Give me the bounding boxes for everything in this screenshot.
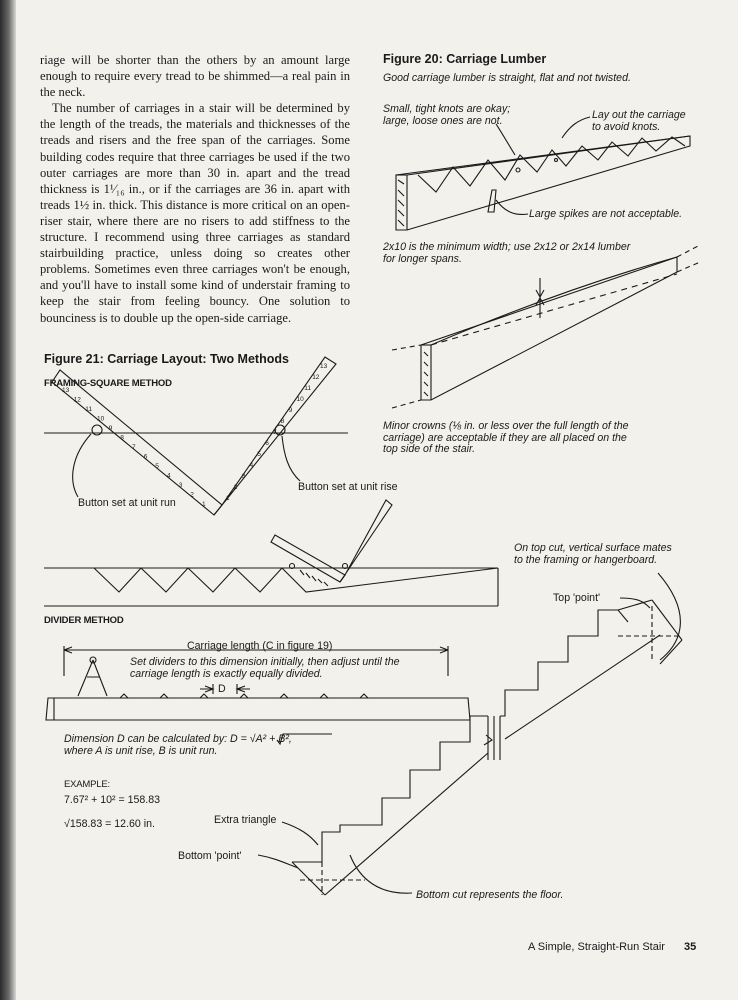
square-tick-label: 3	[242, 473, 246, 480]
square-tick-label: 4	[250, 462, 254, 469]
stair-button-run	[91, 424, 103, 436]
square-tick-label: 1	[202, 501, 206, 508]
square-tick-label: 13	[320, 363, 328, 370]
square-tick-label: 12	[312, 374, 320, 381]
body-paragraph: The number of carriages in a stair will …	[40, 101, 350, 325]
bottom-cut-note: Bottom cut represents the floor.	[416, 889, 564, 901]
square-tick-label: 5	[155, 463, 159, 470]
sawtooth-carriage-illustration	[44, 499, 499, 607]
body-paragraph: riage will be shorter than the others by…	[40, 53, 350, 100]
extra-triangle-label: Extra triangle	[214, 814, 277, 826]
square-tick-label: 7	[132, 444, 136, 451]
set-dividers-note: Set dividers to this dimension initially…	[130, 656, 400, 680]
running-footer-chapter: A Simple, Straight-Run Stair	[528, 941, 665, 953]
button-rise-label: Button set at unit rise	[298, 481, 398, 493]
divider-method-heading: DIVIDER METHOD	[44, 615, 124, 626]
square-body-blade	[51, 369, 223, 516]
square-tick-label: 5	[257, 451, 261, 458]
square-tick-label: 12	[74, 397, 82, 404]
square-tick-label: 13	[62, 387, 70, 394]
dimension-formula: Dimension D can be calculated by: D = √A…	[64, 733, 292, 757]
layout-note: Lay out the carriage to avoid knots.	[592, 109, 686, 133]
square-tick-label: 4	[167, 473, 171, 480]
book-spine-shadow	[0, 0, 16, 1000]
square-tick-label: 8	[120, 435, 124, 442]
example-line-2: √158.83 = 12.60 in.	[64, 818, 155, 830]
knots-note: Small, tight knots are okay; large, loos…	[383, 103, 511, 127]
divider-illustration	[45, 646, 471, 746]
square-tick-label: 11	[85, 406, 92, 413]
crowned-carriage-illustration	[391, 244, 701, 409]
square-tick-label: 6	[265, 440, 269, 447]
square-tick-label: 3	[179, 482, 183, 489]
width-note: 2x10 is the minimum width; use 2x12 or 2…	[383, 241, 631, 265]
square-tick-label: 1	[226, 495, 230, 502]
square-tick-label: 8	[281, 418, 285, 425]
square-tick-label: 9	[109, 425, 113, 432]
button-run-label: Button set at unit run	[78, 497, 176, 509]
carriage-board-illustration	[395, 116, 691, 231]
crown-note: Minor crowns (⅛ in. or less over the ful…	[383, 420, 629, 455]
square-tick-label: 10	[297, 396, 305, 403]
example-line-1: 7.67² + 10² = 158.83	[64, 794, 161, 806]
stair-button-rise	[274, 424, 286, 436]
page-number: 35	[684, 941, 697, 953]
top-cut-note: On top cut, vertical surface mates to th…	[514, 542, 672, 566]
figure-20-subtitle: Good carriage lumber is straight, flat a…	[383, 72, 631, 84]
square-tongue-blade	[213, 356, 337, 516]
figure-20-title: Figure 20: Carriage Lumber	[383, 52, 547, 66]
square-tick-label: 2	[234, 484, 238, 491]
square-tick-label: 11	[304, 385, 311, 392]
square-tick-label: 9	[289, 407, 293, 414]
framing-square-heading: FRAMING-SQUARE METHOD	[44, 378, 172, 389]
square-tick-label: 10	[97, 416, 105, 423]
square-tick-label: 2	[190, 492, 194, 499]
dimension-d-label: D	[218, 683, 226, 695]
figure-21-title: Figure 21: Carriage Layout: Two Methods	[44, 352, 289, 366]
example-heading: EXAMPLE:	[64, 779, 110, 790]
top-point-label: Top 'point'	[553, 592, 601, 604]
stair-stringer-illustration	[257, 572, 683, 896]
bottom-point-label: Bottom 'point'	[178, 850, 242, 862]
spikes-note: Large spikes are not acceptable.	[529, 208, 683, 220]
carriage-length-label: Carriage length (C in figure 19)	[184, 640, 336, 652]
square-tick-label: 7	[273, 429, 277, 436]
square-tick-label: 6	[144, 454, 148, 461]
body-text-column: riage will be shorter than the others by…	[40, 52, 350, 326]
framing-square-illustration	[44, 356, 348, 516]
